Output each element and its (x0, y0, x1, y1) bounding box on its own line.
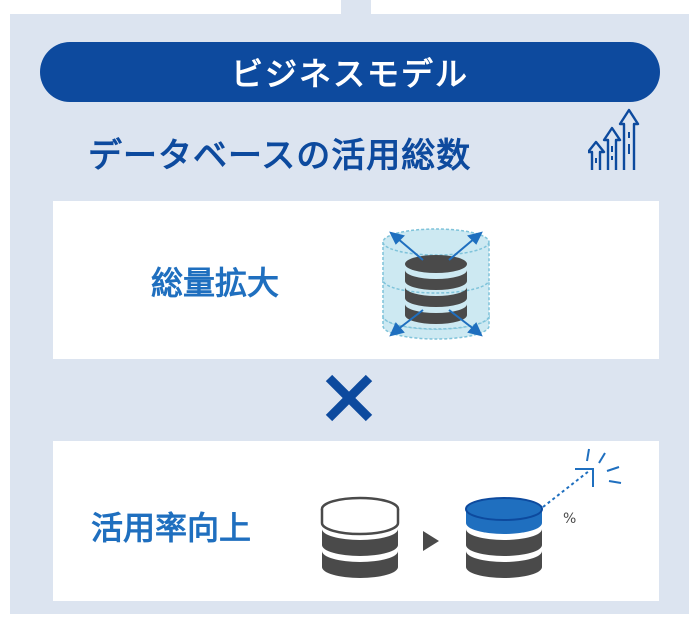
percent-up-arrow-icon: % (542, 448, 622, 527)
total-expansion-card: 総量拡大 (53, 201, 659, 359)
headline: データベースの活用総数 (88, 136, 472, 176)
svg-text:%: % (563, 511, 576, 527)
rising-arrows-icon (588, 108, 640, 170)
utilization-rate-card: 活用率向上 % (53, 441, 659, 601)
total-expansion-label: 総量拡大 (151, 264, 280, 302)
multiply-icon (325, 374, 373, 422)
database-expand-icon (382, 228, 490, 340)
database-blue-icon (465, 497, 543, 578)
play-triangle-icon (423, 531, 439, 551)
database-outline-icon (320, 496, 400, 578)
business-model-title: ビジネスモデル (40, 42, 660, 102)
top-notch (341, 0, 371, 14)
utilization-rate-label: 活用率向上 (91, 509, 252, 547)
